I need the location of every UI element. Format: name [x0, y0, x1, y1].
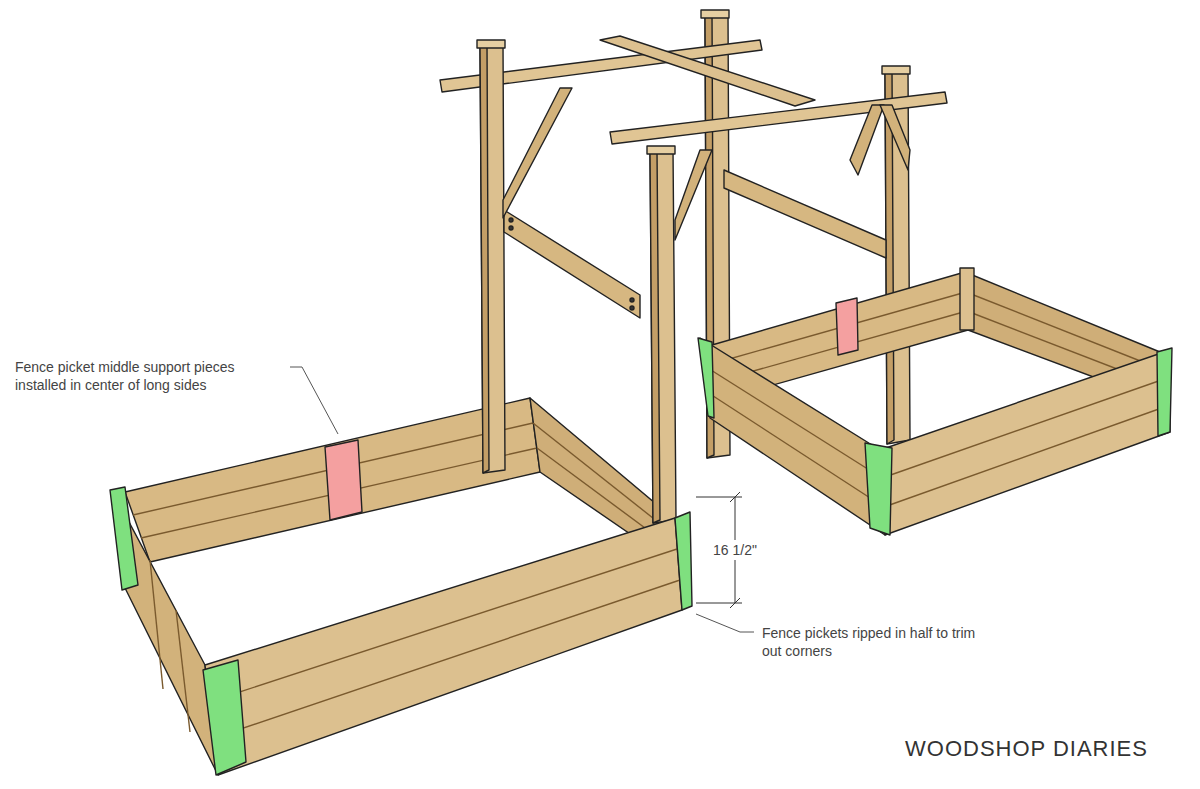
middle-support-piece [325, 440, 362, 520]
watermark: WOODSHOP DIARIES [905, 736, 1148, 762]
corner-trim [203, 660, 246, 775]
leader-line [696, 614, 754, 632]
corner-trim [1157, 348, 1172, 436]
callout-note: Fence picket middle support pieces insta… [15, 358, 283, 394]
dimension-label: 16 1/2" [710, 540, 760, 560]
corner-trim [865, 443, 892, 535]
callout-note: Fence pickets ripped in half to trim out… [762, 624, 982, 660]
corner-trim [698, 338, 714, 418]
leader-line [290, 367, 338, 434]
middle-support-piece [836, 298, 858, 355]
corner-trim [675, 512, 692, 610]
corner-trim [110, 487, 138, 590]
